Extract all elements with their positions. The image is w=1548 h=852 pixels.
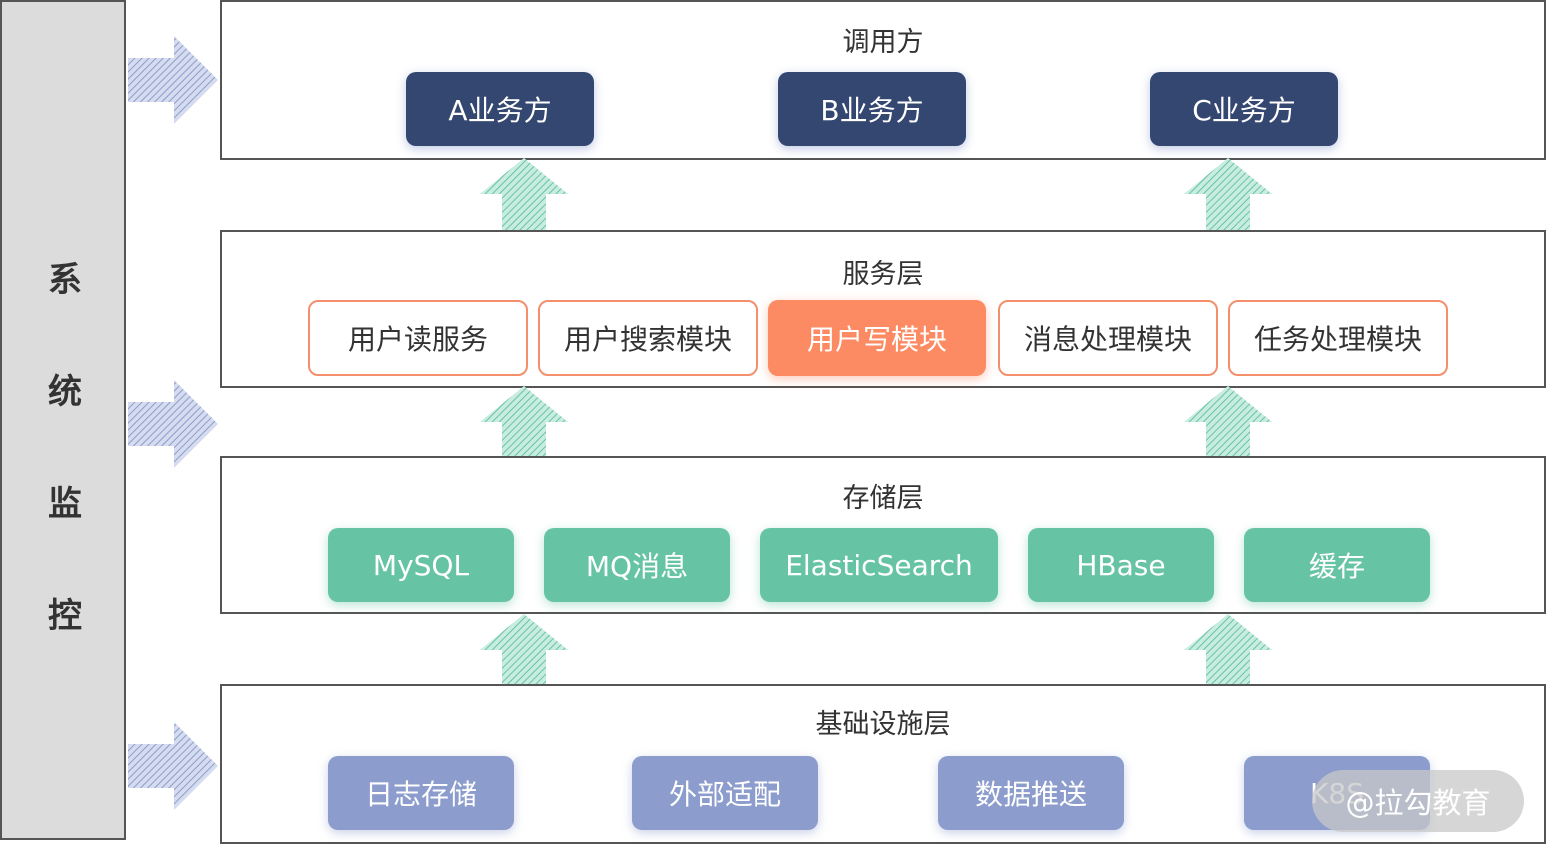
monitor-arrow-right	[128, 36, 218, 124]
service-box: 用户搜索模块	[538, 300, 758, 376]
side-label-char: 系	[48, 260, 82, 300]
storage-box: 缓存	[1244, 528, 1430, 602]
storage-box: ElasticSearch	[760, 528, 998, 602]
flow-arrow-up	[480, 614, 568, 686]
flow-arrow-up	[1184, 386, 1272, 458]
flow-arrow-up	[480, 158, 568, 230]
infra-layer: 基础设施层 日志存储 外部适配 数据推送 K8S	[220, 684, 1546, 844]
watermark: @拉勾教育	[1312, 770, 1524, 832]
monitor-arrow-right	[128, 380, 218, 468]
caller-layer: 调用方 A业务方 B业务方 C业务方	[220, 0, 1546, 160]
caller-box: B业务方	[778, 72, 966, 146]
layer-title: 存储层	[842, 483, 924, 514]
flow-arrow-up	[1184, 614, 1272, 686]
layer-title: 服务层	[842, 259, 924, 290]
layer-title: 基础设施层	[815, 709, 951, 740]
service-box: 任务处理模块	[1228, 300, 1448, 376]
infra-box: 外部适配	[632, 756, 818, 830]
service-layer: 服务层 用户读服务 用户搜索模块 用户写模块 消息处理模块 任务处理模块	[220, 230, 1546, 388]
side-label-char: 统	[48, 372, 82, 412]
infra-box: 日志存储	[328, 756, 514, 830]
layer-title: 调用方	[842, 27, 924, 58]
caller-box: C业务方	[1150, 72, 1338, 146]
storage-layer: 存储层 MySQL MQ消息 ElasticSearch HBase 缓存	[220, 456, 1546, 614]
service-box-highlighted: 用户写模块	[768, 300, 986, 376]
flow-arrow-up	[1184, 158, 1272, 230]
monitor-arrow-right	[128, 722, 218, 810]
service-box: 消息处理模块	[998, 300, 1218, 376]
side-label-char: 监	[48, 484, 82, 524]
side-label-char: 控	[48, 596, 82, 636]
infra-box: 数据推送	[938, 756, 1124, 830]
system-monitoring-bar: 系 统 监 控	[0, 0, 126, 840]
storage-box: MySQL	[328, 528, 514, 602]
flow-arrow-up	[480, 386, 568, 458]
service-box: 用户读服务	[308, 300, 528, 376]
storage-box: MQ消息	[544, 528, 730, 602]
storage-box: HBase	[1028, 528, 1214, 602]
caller-box: A业务方	[406, 72, 594, 146]
